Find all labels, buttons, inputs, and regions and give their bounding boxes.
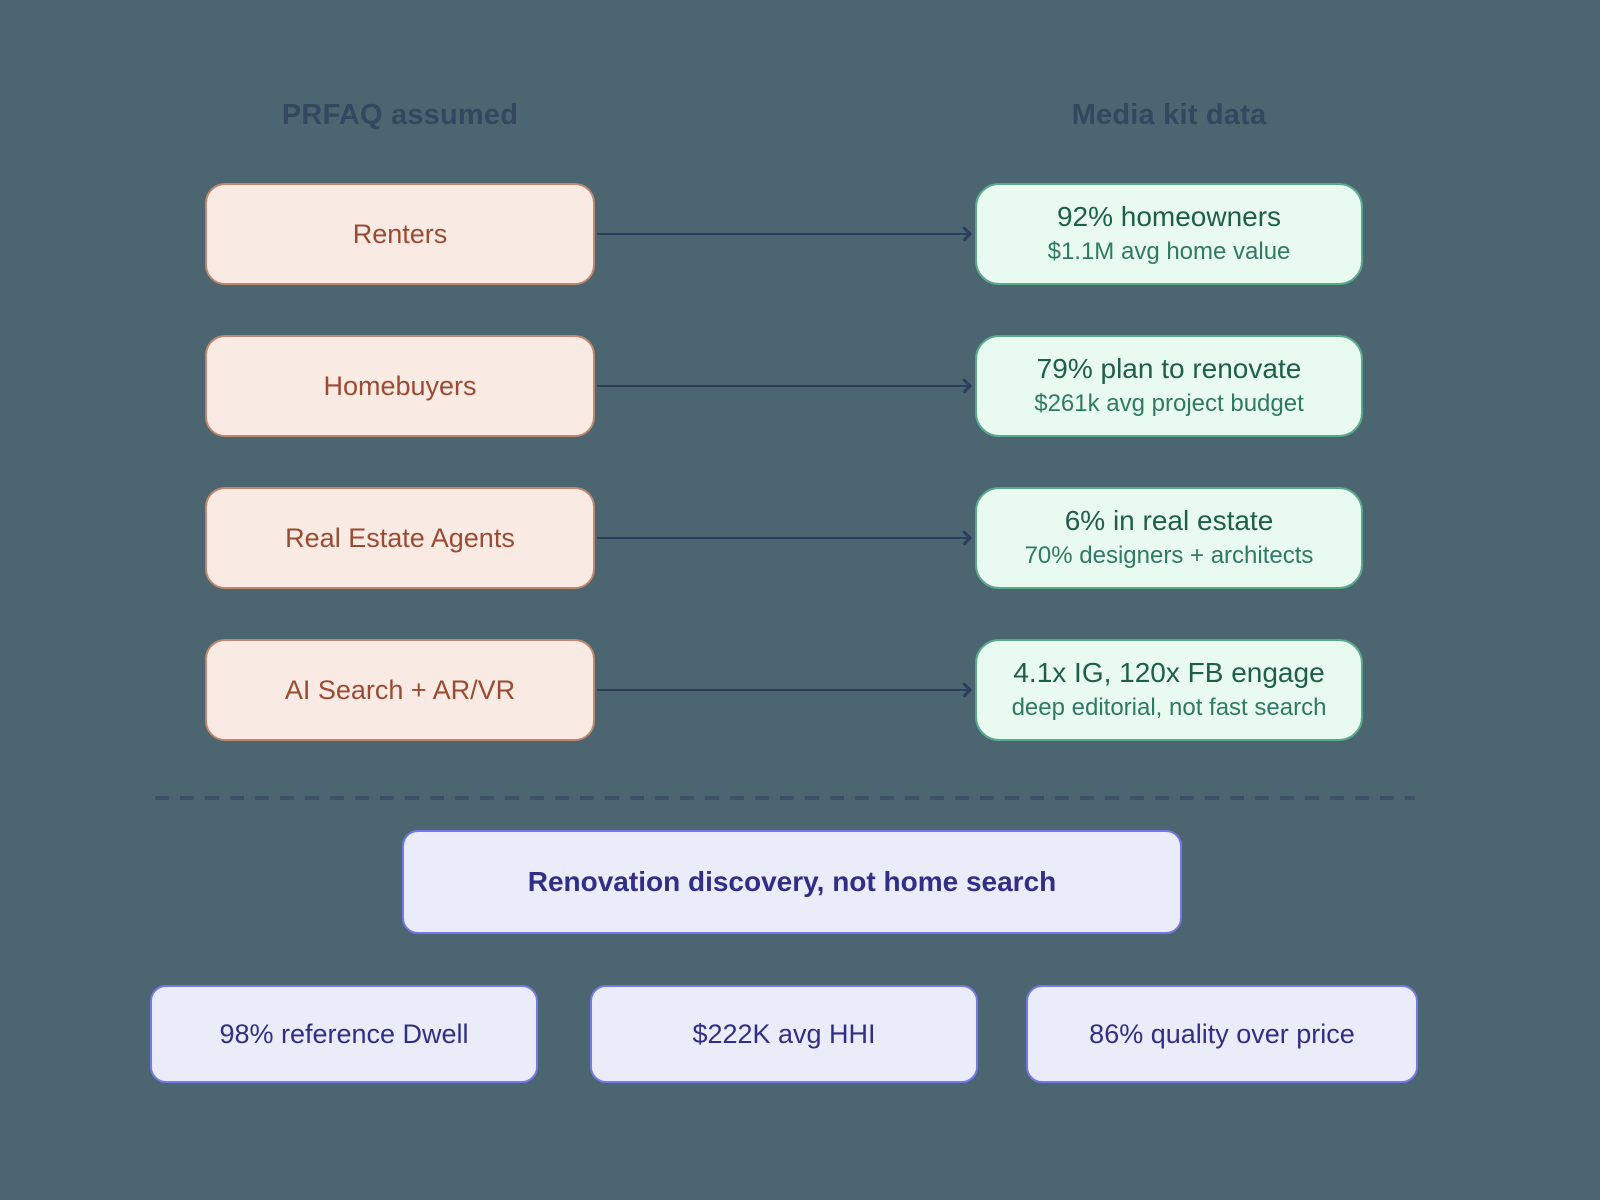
mediakit-box-real-estate: 6% in real estate 70% designers + archit… (975, 487, 1363, 589)
assumed-box-homebuyers: Homebuyers (205, 335, 595, 437)
assumed-label: Homebuyers (323, 370, 477, 401)
assumed-box-real-estate-agents: Real Estate Agents (205, 487, 595, 589)
stat-label: 86% quality over price (1089, 1018, 1355, 1049)
stat-label: 98% reference Dwell (219, 1018, 469, 1049)
column-header-media-kit-data: Media kit data (1071, 99, 1267, 131)
assumed-label: Renters (352, 218, 448, 249)
mediakit-subtitle: $261k avg project budget (1034, 390, 1304, 418)
stat-box-avg-hhi: $222K avg HHI (590, 985, 978, 1083)
mediakit-subtitle: $1.1M avg home value (1047, 238, 1291, 266)
mediakit-title: 92% homeowners (1056, 201, 1282, 233)
conclusion-label: Renovation discovery, not home search (527, 866, 1057, 897)
assumed-label: Real Estate Agents (285, 522, 515, 553)
mediakit-subtitle: 70% designers + architects (1024, 542, 1314, 570)
stat-box-reference-dwell: 98% reference Dwell (150, 985, 538, 1083)
mediakit-box-renovate: 79% plan to renovate $261k avg project b… (975, 335, 1363, 437)
mediakit-box-engagement: 4.1x IG, 120x FB engage deep editorial, … (975, 639, 1363, 741)
connector-arrow-icon (597, 689, 970, 691)
connector-arrow-icon (597, 233, 970, 235)
mediakit-title: 79% plan to renovate (1036, 353, 1302, 385)
mediakit-title: 4.1x IG, 120x FB engage (1013, 657, 1325, 689)
stat-label: $222K avg HHI (692, 1018, 876, 1049)
dashed-divider (155, 796, 1415, 800)
assumed-box-renters: Renters (205, 183, 595, 285)
assumed-box-ai-search-ar-vr: AI Search + AR/VR (205, 639, 595, 741)
assumed-label: AI Search + AR/VR (284, 674, 516, 705)
column-header-prfaq-assumed: PRFAQ assumed (281, 99, 519, 131)
mediakit-box-homeowners: 92% homeowners $1.1M avg home value (975, 183, 1363, 285)
conclusion-box: Renovation discovery, not home search (402, 830, 1182, 934)
connector-arrow-icon (597, 385, 970, 387)
mediakit-subtitle: deep editorial, not fast search (1011, 694, 1327, 722)
stat-box-quality-over-price: 86% quality over price (1026, 985, 1418, 1083)
connector-arrow-icon (597, 537, 970, 539)
mediakit-title: 6% in real estate (1064, 505, 1274, 537)
